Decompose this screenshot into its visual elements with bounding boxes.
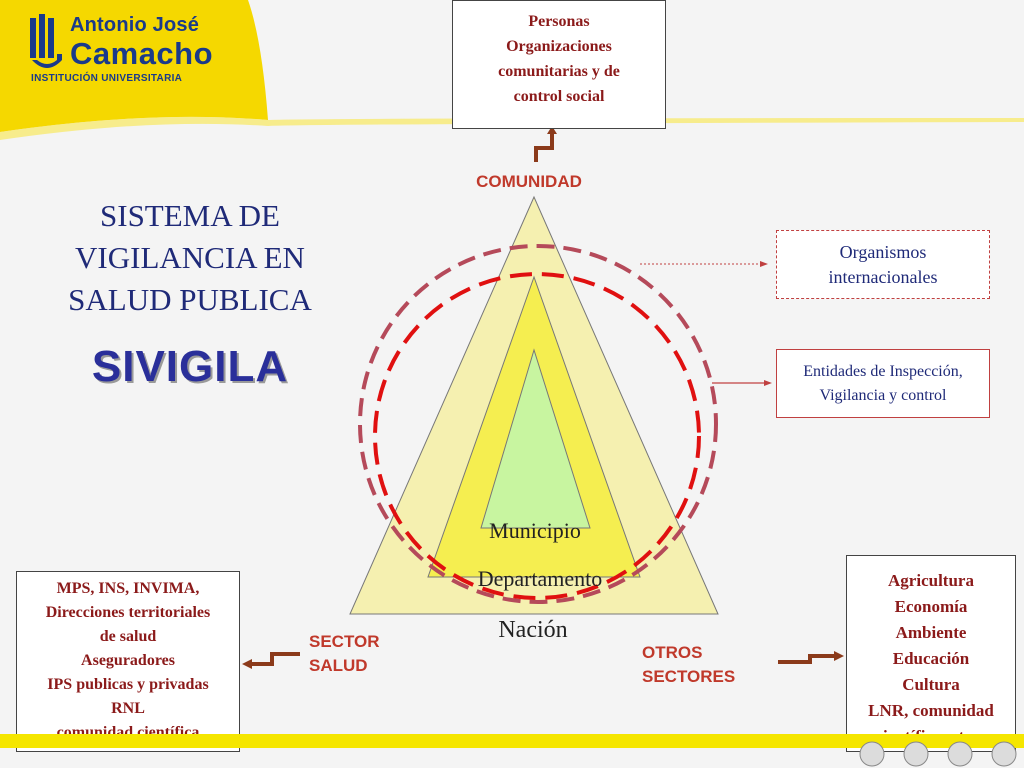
- logo-name-line1: Antonio José: [70, 14, 200, 36]
- arrowhead-organismos: [760, 261, 768, 267]
- dashed-circle-outer: [358, 244, 718, 604]
- label-line: SALUD: [309, 656, 368, 675]
- box-line: Cultura: [902, 675, 960, 694]
- box-organismos-internacionales: Organismos internacionales: [776, 230, 990, 299]
- box-line: Agricultura: [888, 571, 974, 590]
- label-line: OTROS: [642, 643, 703, 662]
- box-line: MPS, INS, INVIMA,: [56, 580, 200, 597]
- box-line: Aseguradores: [81, 652, 175, 669]
- box-line: Economía: [894, 597, 968, 616]
- diagram-title: SISTEMA DE VIGILANCIA EN SALUD PUBLICA: [40, 195, 340, 321]
- step-arrow-salud-icon: [250, 652, 300, 666]
- box-line: internacionales: [828, 267, 938, 287]
- box-line: control social: [513, 88, 605, 105]
- box-line: RNL: [111, 700, 145, 717]
- box-line: Organismos: [839, 242, 927, 262]
- box-sector-salud-actors: MPS, INS, INVIMA, Direcciones territoria…: [16, 571, 240, 752]
- logo-name-line2: Camacho: [70, 36, 214, 71]
- dashed-circle-inner: [373, 272, 701, 600]
- sivigila-acronym: SIVIGILA: [91, 342, 289, 391]
- box-line: IPS publicas y privadas: [47, 676, 209, 693]
- level-municipio: Municipio: [489, 518, 581, 543]
- box-line: Direcciones territoriales: [45, 604, 211, 621]
- box-line: comunitarias y de: [498, 63, 620, 80]
- label-sector-salud: SECTOR SALUD: [309, 630, 380, 678]
- level-departamento: Departamento: [477, 566, 603, 591]
- box-comunidad-actors: Personas Organizaciones comunitarias y d…: [452, 0, 666, 129]
- title-line: SALUD PUBLICA: [68, 282, 312, 317]
- logo-background-band: [0, 0, 1024, 140]
- box-entidades-inspeccion: Entidades de Inspección, Vigilancia y co…: [776, 349, 990, 418]
- box-line: Educación: [892, 649, 970, 668]
- logo-subtitle: INSTITUCIÓN UNIVERSITARIA: [31, 73, 183, 84]
- step-arrow-otros-icon: [778, 654, 836, 664]
- university-logo-mark-icon: [30, 14, 62, 68]
- box-line: Entidades de Inspección,: [803, 363, 963, 380]
- title-line: VIGILANCIA EN: [75, 240, 305, 275]
- box-line: de salud: [99, 628, 157, 645]
- footer-band: [0, 734, 1024, 767]
- label-comunidad: COMUNIDAD: [476, 172, 582, 191]
- level-nacion: Nación: [498, 617, 568, 643]
- box-line: Organizaciones: [506, 38, 612, 55]
- box-otros-sectores-actors: Agricultura Economía Ambiente Educación …: [846, 555, 1016, 752]
- step-arrow-comunidad-icon: [534, 132, 554, 162]
- box-line: Vigilancia y control: [819, 387, 947, 404]
- title-line: SISTEMA DE: [100, 198, 280, 233]
- box-line: LNR, comunidad: [868, 701, 994, 720]
- label-line: SECTOR: [309, 632, 380, 651]
- label-otros-sectores: OTROS SECTORES: [642, 641, 735, 689]
- box-line: Personas: [528, 13, 590, 30]
- triangle-municipio: [480, 348, 591, 529]
- arrowhead-entidades: [764, 380, 772, 386]
- box-line: Ambiente: [895, 623, 967, 642]
- label-line: SECTORES: [642, 667, 736, 686]
- certification-logos-icon: [859, 741, 1017, 767]
